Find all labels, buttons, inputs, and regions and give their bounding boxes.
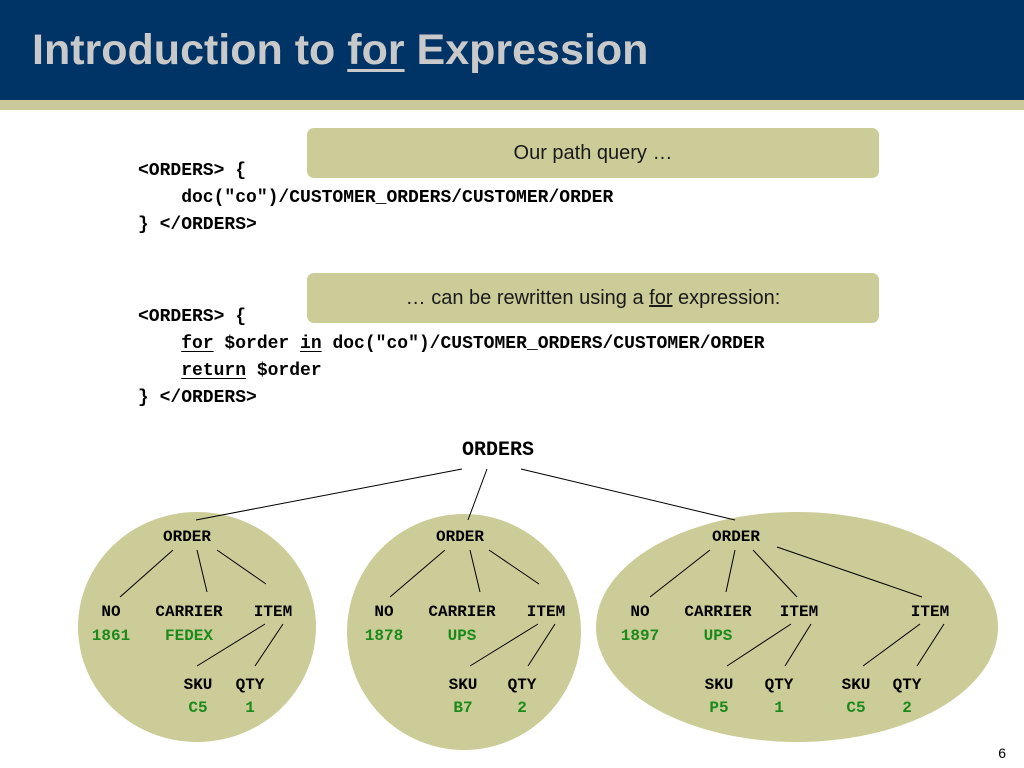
sku-node: SKU bbox=[842, 676, 871, 694]
title-suffix: Expression bbox=[404, 26, 649, 74]
tree-labels: ORDER NO CARRIER ITEM SKU QTY ORDER NO C… bbox=[101, 528, 949, 694]
no-node: NO bbox=[374, 603, 394, 621]
order-node: ORDER bbox=[163, 528, 211, 546]
tree-root-orders: ORDERS bbox=[462, 439, 534, 462]
qty-node: QTY bbox=[893, 676, 922, 694]
code-line: } </ORDERS> bbox=[138, 388, 257, 408]
title-keyword: for bbox=[347, 26, 405, 74]
callout-path-query-text: Our path query … bbox=[513, 142, 673, 164]
header-rule bbox=[0, 100, 1024, 110]
title-prefix: Introduction to bbox=[32, 26, 348, 74]
no-node: NO bbox=[630, 603, 650, 621]
no-value: 1897 bbox=[621, 627, 659, 645]
item-node: ITEM bbox=[254, 603, 292, 621]
callout-for-rewrite-suffix: expression: bbox=[672, 287, 781, 309]
page-number: 6 bbox=[998, 745, 1006, 761]
callout-path-query: Our path query … bbox=[307, 128, 879, 178]
carrier-node: CARRIER bbox=[155, 603, 223, 621]
qty-value: 1 bbox=[245, 699, 255, 717]
sku-value: C5 bbox=[846, 699, 865, 717]
item-node: ITEM bbox=[911, 603, 949, 621]
sku-node: SKU bbox=[705, 676, 734, 694]
slide-title: Introduction to for Expression bbox=[32, 24, 648, 76]
slide-header bbox=[0, 0, 1024, 100]
code-block-for-expression: <ORDERS> { for $order in doc("co")/CUSTO… bbox=[138, 304, 765, 412]
sku-value: P5 bbox=[709, 699, 728, 717]
carrier-node: CARRIER bbox=[684, 603, 752, 621]
sku-node: SKU bbox=[184, 676, 213, 694]
keyword-for: for bbox=[181, 334, 214, 354]
code-block-path-query: <ORDERS> { doc("co")/CUSTOMER_ORDERS/CUS… bbox=[138, 158, 613, 239]
keyword-in: in bbox=[300, 334, 322, 354]
order-node: ORDER bbox=[436, 528, 484, 546]
carrier-value: FEDEX bbox=[165, 627, 213, 645]
code-path: doc("co")/CUSTOMER_ORDERS/CUSTOMER/ORDER bbox=[321, 334, 765, 354]
code-variable: $order bbox=[213, 334, 301, 354]
order-node: ORDER bbox=[712, 528, 760, 546]
qty-node: QTY bbox=[765, 676, 794, 694]
code-line: } </ORDERS> bbox=[138, 215, 257, 235]
qty-value: 2 bbox=[902, 699, 912, 717]
sku-value: C5 bbox=[188, 699, 207, 717]
keyword-return: return bbox=[181, 361, 247, 381]
qty-node: QTY bbox=[508, 676, 537, 694]
callout-for-rewrite: … can be rewritten using a for expressio… bbox=[307, 273, 879, 323]
code-line: for $order in doc("co")/CUSTOMER_ORDERS/… bbox=[138, 331, 765, 358]
sku-value: B7 bbox=[453, 699, 472, 717]
carrier-value: UPS bbox=[448, 627, 477, 645]
code-line: <ORDERS> { bbox=[138, 161, 247, 181]
code-variable: $order bbox=[246, 361, 322, 381]
tree-edges bbox=[119, 468, 945, 667]
qty-value: 1 bbox=[774, 699, 784, 717]
callout-for-keyword: for bbox=[649, 287, 673, 309]
carrier-node: CARRIER bbox=[428, 603, 496, 621]
item-node: ITEM bbox=[527, 603, 565, 621]
code-line: doc("co")/CUSTOMER_ORDERS/CUSTOMER/ORDER bbox=[138, 188, 614, 208]
callout-for-rewrite-prefix: … can be rewritten using a bbox=[405, 287, 650, 309]
no-value: 1878 bbox=[365, 627, 403, 645]
qty-node: QTY bbox=[236, 676, 265, 694]
carrier-value: UPS bbox=[704, 627, 733, 645]
no-node: NO bbox=[101, 603, 121, 621]
item-node: ITEM bbox=[780, 603, 818, 621]
code-line: <ORDERS> { bbox=[138, 307, 247, 327]
no-value: 1861 bbox=[92, 627, 130, 645]
sku-node: SKU bbox=[449, 676, 478, 694]
code-line: return $order bbox=[138, 358, 765, 385]
order-group-1 bbox=[78, 512, 316, 742]
qty-value: 2 bbox=[517, 699, 527, 717]
order-group-3 bbox=[596, 512, 998, 742]
tree-values: 1861 FEDEX C5 1 1878 UPS B7 2 1897 UPS P… bbox=[92, 627, 912, 717]
